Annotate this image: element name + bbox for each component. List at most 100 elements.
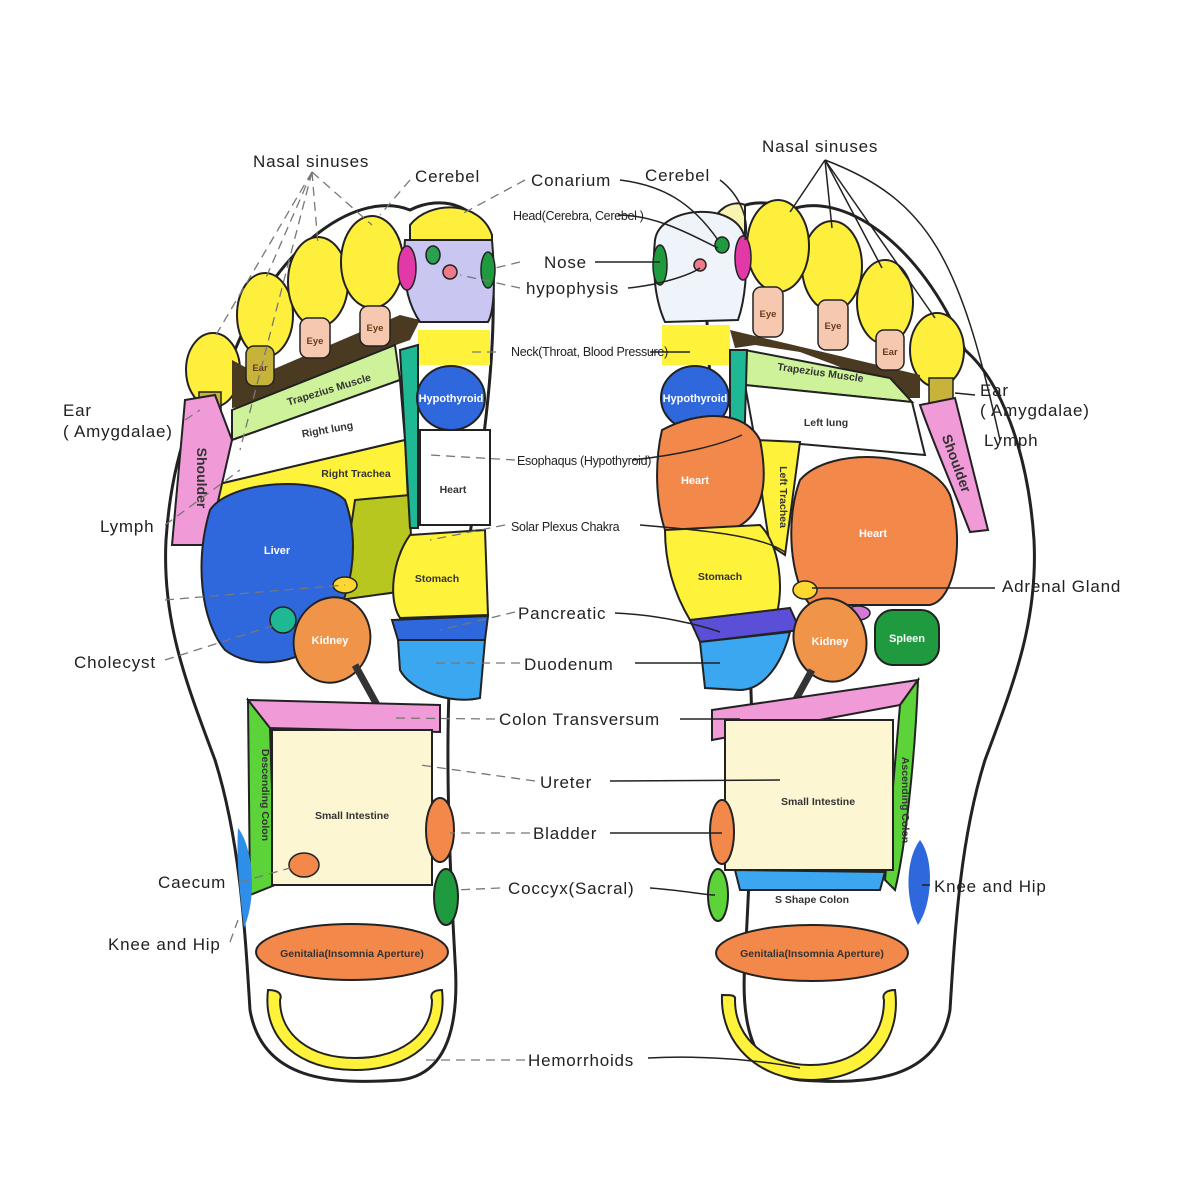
right-toe-2: [746, 199, 810, 293]
right-foot: Eye Eye Ear Trapezius Muscle Left lung L…: [652, 199, 1036, 1083]
right-hemorrhoids: [720, 988, 897, 1082]
right-left-trachea-label: Left Trachea: [777, 466, 789, 528]
right-eye-2-label: Eye: [825, 321, 842, 332]
left-stomach: [392, 528, 490, 620]
right-kidney: [792, 597, 868, 683]
label-conarium: Conarium: [531, 171, 611, 190]
label-right-cerebel: Cerebel: [645, 166, 710, 185]
left-colon-transversum: [246, 698, 441, 734]
right-duodenum: [698, 630, 792, 692]
left-eye-1-label: Eye: [307, 336, 324, 347]
left-bladder: [425, 797, 455, 863]
left-kidney: [292, 596, 372, 684]
leader-lines: [164, 159, 1001, 1069]
right-s-shape-colon-label: S Shape Colon: [775, 894, 849, 906]
right-hypophysis-dot: [693, 258, 707, 272]
right-genitalia: [715, 924, 909, 982]
right-ascending-colon-label: Ascending Colon: [899, 757, 911, 843]
labels: Conarium Head(Cerebra, Cerebel ) Nose hy…: [63, 137, 1121, 1070]
left-head-area: [402, 239, 495, 323]
left-conarium-dot: [425, 245, 441, 265]
right-s-shape-colon: [733, 868, 887, 891]
left-coccyx: [433, 868, 459, 926]
left-shoulder-label: Shoulder: [194, 448, 210, 509]
right-heart-big: [790, 456, 959, 606]
left-hemorrhoids: [266, 988, 444, 1072]
right-heart-big-label: Heart: [859, 528, 887, 540]
left-knee-hip: [237, 828, 252, 928]
left-caecum: [288, 852, 320, 878]
left-hypothyroid-label: Hypothyroid: [419, 393, 484, 405]
right-neck-area: [662, 325, 730, 365]
right-nose-dot: [652, 244, 668, 286]
right-stomach-label: Stomach: [698, 571, 742, 583]
right-small-intestine: [724, 719, 894, 871]
label-right-adrenal: Adrenal Gland: [1002, 577, 1121, 596]
label-nose: Nose: [544, 253, 587, 272]
label-left-cerebel: Cerebel: [415, 167, 480, 186]
right-spleen: [874, 609, 940, 666]
left-eye-area-1: [299, 317, 331, 359]
left-ear-area: [245, 345, 275, 387]
label-right-nasal: Nasal sinuses: [762, 137, 878, 156]
label-left-nasal: Nasal sinuses: [253, 152, 369, 171]
label-right-amygdalae: ( Amygdalae): [980, 401, 1090, 420]
right-bladder: [709, 799, 735, 865]
left-neck-area: [418, 330, 490, 365]
label-hypophysis: hypophysis: [526, 279, 619, 298]
label-ureter: Ureter: [540, 773, 592, 792]
left-small-intestine-label: Small Intestine: [315, 810, 389, 822]
left-eye-2-label: Eye: [367, 323, 384, 334]
right-genitalia-label: Genitalia(Insomnia Aperture): [740, 948, 884, 960]
label-neck: Neck(Throat, Blood Pressure): [511, 345, 668, 359]
left-stomach-label: Stomach: [415, 573, 459, 585]
right-heart-small: [656, 415, 765, 531]
left-ear-label: Ear: [252, 363, 268, 374]
label-left-ear: Ear: [63, 401, 92, 420]
left-cholecyst-dot: [269, 606, 297, 634]
right-eye-1-label: Eye: [760, 309, 777, 320]
label-pancreatic: Pancreatic: [518, 604, 606, 623]
label-left-knee-hip: Knee and Hip: [108, 935, 221, 954]
right-adrenal: [792, 580, 818, 600]
left-teal-strip: [398, 343, 419, 529]
label-left-lymph: Lymph: [100, 517, 154, 536]
left-nose-dot: [480, 251, 496, 289]
right-eye-area-1: [752, 286, 784, 338]
label-head: Head(Cerebra, Cerebel ): [513, 209, 644, 223]
label-bladder: Bladder: [533, 824, 597, 843]
right-hypothyroid-label: Hypothyroid: [663, 393, 728, 405]
right-left-lung-label: Left lung: [804, 417, 848, 429]
right-ear-area: [875, 329, 905, 371]
label-colon-transversum: Colon Transversum: [499, 710, 660, 729]
label-esophagus: Esophaqus (Hypothyroid): [517, 454, 651, 468]
label-left-amygdalae: ( Amygdalae): [63, 422, 173, 441]
left-hypophysis-dot: [442, 264, 458, 280]
label-left-caecum: Caecum: [158, 873, 226, 892]
left-big-toe: [409, 206, 493, 241]
right-head-magenta: [734, 235, 752, 281]
left-duodenum: [396, 639, 487, 701]
right-small-intestine-label: Small Intestine: [781, 796, 855, 808]
left-liver-label: Liver: [264, 545, 291, 557]
label-left-cholecyst: Cholecyst: [74, 653, 156, 672]
right-conarium-dot: [714, 236, 730, 254]
label-right-lymph: Lymph: [984, 431, 1038, 450]
right-ear-label: Ear: [882, 347, 898, 358]
right-toe-3: [801, 220, 863, 312]
left-genitalia-label: Genitalia(Insomnia Aperture): [280, 948, 424, 960]
label-hemorrhoids: Hemorrhoids: [528, 1051, 634, 1070]
left-heart-area: [419, 429, 491, 526]
right-shoulder: [918, 396, 990, 534]
left-right-trachea-label: Right Trachea: [321, 468, 391, 480]
label-duodenum: Duodenum: [524, 655, 614, 674]
label-right-ear: Ear: [980, 381, 1009, 400]
left-shoulder: [170, 393, 234, 546]
left-head-magenta: [397, 245, 417, 291]
right-heart-small-label: Heart: [681, 475, 709, 487]
right-left-lung: [743, 383, 927, 457]
left-heart-label: Heart: [440, 484, 467, 496]
left-kidney-label: Kidney: [312, 635, 350, 647]
left-toe-4: [236, 272, 294, 358]
